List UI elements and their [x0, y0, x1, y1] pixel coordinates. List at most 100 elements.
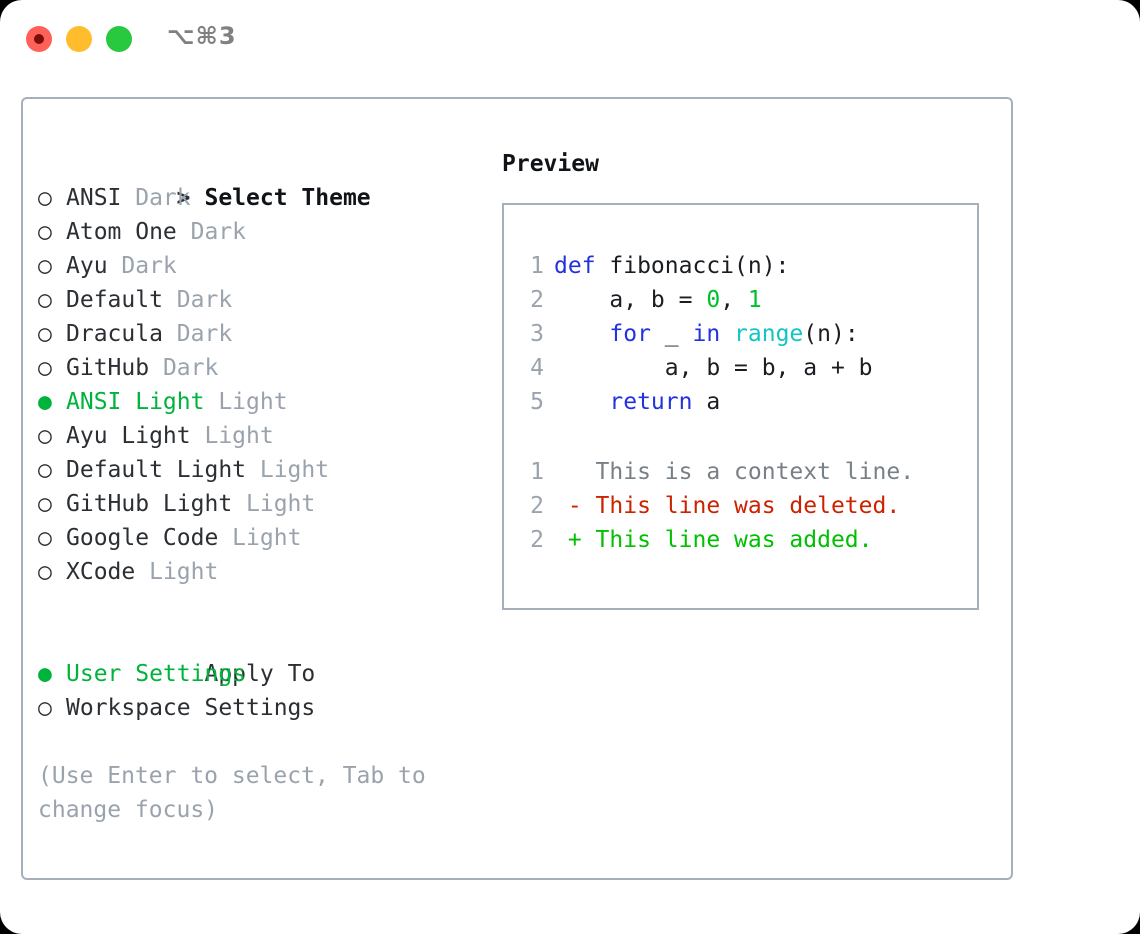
theme-variant-badge: Light	[246, 457, 330, 483]
diff-text: This line was added.	[581, 527, 873, 553]
theme-list-item[interactable]: ○ GitHub Light Light	[38, 487, 478, 521]
theme-list-item[interactable]: ○ Ayu Dark	[38, 249, 478, 283]
minimize-button[interactable]	[66, 26, 92, 52]
theme-variant-badge: Dark	[162, 321, 233, 347]
theme-name: Dracula	[66, 321, 163, 347]
code-token: 1	[747, 287, 762, 313]
line-number: 2	[530, 527, 544, 553]
radio-unselected-icon: ○	[38, 219, 52, 245]
theme-list-item[interactable]: ○Google Code Light	[38, 521, 478, 555]
code-token: in	[692, 321, 721, 347]
theme-name: ANSI	[66, 185, 122, 211]
code-token: range	[734, 321, 804, 347]
theme-name: Default	[66, 287, 163, 313]
code-token: return	[609, 389, 693, 415]
code-token	[720, 321, 734, 347]
radio-unselected-icon: ○	[38, 457, 52, 483]
diff-sample: 1 This is a context line.2 - This line w…	[504, 455, 977, 557]
code-line: 1 def fibonacci(n):	[504, 249, 977, 283]
theme-name: GitHub Light	[66, 491, 233, 517]
code-line: 2 a, b = 0, 1	[504, 283, 977, 317]
header-caret-icon: >	[176, 185, 191, 211]
theme-list-item[interactable]: ● ANSI Light Light	[38, 385, 478, 419]
radio-unselected-icon: ○	[38, 423, 52, 449]
apply-to-label: User Settings	[66, 661, 247, 687]
theme-variant-badge: Light	[190, 423, 274, 449]
theme-list-item[interactable]: ○Atom One Dark	[38, 215, 478, 249]
radio-unselected-icon: ○	[38, 525, 52, 551]
radio-unselected-icon: ○	[38, 321, 52, 347]
code-token: fibonacci(n):	[595, 253, 790, 279]
diff-text: This line was deleted.	[581, 493, 901, 519]
diff-sign	[554, 459, 582, 485]
code-token: a, b =	[554, 287, 707, 313]
theme-list-item[interactable]: ○ Default Dark	[38, 283, 478, 317]
preview-title: Preview	[502, 151, 599, 177]
diff-sign: -	[554, 493, 582, 519]
keyboard-hint: (Use Enter to select, Tab to change focu…	[38, 763, 440, 823]
diff-line: 2 + This line was added.	[504, 523, 977, 557]
close-button[interactable]	[26, 26, 52, 52]
radio-unselected-icon: ○	[38, 491, 52, 517]
diff-line: 1 This is a context line.	[504, 455, 977, 489]
theme-variant-badge: Light	[135, 559, 219, 585]
theme-list: ○ANSI Dark○Atom One Dark○Ayu Dark○Defaul…	[38, 181, 478, 589]
apply-to-label: Workspace Settings	[66, 695, 316, 721]
zoom-button[interactable]	[106, 26, 132, 52]
theme-list-item[interactable]: ○GitHub Dark	[38, 351, 478, 385]
apply-to-item[interactable]: ○ Workspace Settings	[38, 691, 478, 725]
theme-variant-badge: Dark	[149, 355, 219, 381]
code-token: _	[650, 321, 693, 347]
main-panel: >Select Theme ○ANSI Dark○Atom One Dark○A…	[21, 97, 1013, 880]
code-token: for	[609, 321, 651, 347]
radio-selected-icon: ●	[38, 389, 52, 415]
theme-list-item[interactable]: ○ Dracula Dark	[38, 317, 478, 351]
theme-list-item[interactable]: ○ Ayu Light Light	[38, 419, 478, 453]
code-line: 4 a, b = b, a + b	[504, 351, 977, 385]
line-number: 3	[530, 321, 544, 347]
apply-to-header-label: Apply To	[204, 661, 316, 687]
title-bar: ⌥⌘3	[0, 0, 1140, 78]
code-token: ,	[720, 287, 748, 313]
theme-list-item[interactable]: ○ ANSI Dark	[38, 181, 478, 215]
radio-unselected-icon: ○	[38, 287, 52, 313]
code-token: def	[554, 253, 596, 279]
line-number: 1	[530, 253, 544, 279]
line-number: 2	[530, 493, 544, 519]
radio-unselected-icon: ○	[38, 185, 52, 211]
line-number: 5	[530, 389, 544, 415]
code-token: (n):	[803, 321, 859, 347]
theme-name: GitHub	[66, 355, 150, 381]
theme-variant-badge: Dark	[162, 287, 233, 313]
code-line: 5 return a	[504, 385, 977, 419]
theme-variant-badge: Dark	[121, 185, 191, 211]
theme-name: ANSI Light	[66, 389, 205, 415]
code-token: 0	[706, 287, 721, 313]
apply-to-list: ●User Settings ○ Workspace Settings	[38, 657, 478, 725]
theme-name: Ayu	[66, 253, 108, 279]
theme-name: Default Light	[66, 457, 247, 483]
radio-unselected-icon: ○	[38, 695, 52, 721]
diff-line: 2 - This line was deleted.	[504, 489, 977, 523]
shortcut-label: ⌥⌘3	[167, 22, 237, 50]
code-line: 3 for _ in range(n):	[504, 317, 977, 351]
line-number: 1	[530, 459, 544, 485]
diff-spacer	[504, 419, 977, 455]
theme-list-item[interactable]: ○ Default Light Light	[38, 453, 478, 487]
radio-unselected-icon: ○	[38, 559, 52, 585]
apply-to-item[interactable]: ●User Settings	[38, 657, 478, 691]
theme-name: XCode	[66, 559, 136, 585]
theme-variant-badge: Dark	[107, 253, 177, 279]
theme-list-item[interactable]: ○ XCode Light	[38, 555, 478, 589]
code-token: a	[692, 389, 721, 415]
line-number: 4	[530, 355, 544, 381]
theme-variant-badge: Light	[232, 491, 316, 517]
theme-variant-badge: Light	[204, 389, 288, 415]
theme-name: Ayu Light	[66, 423, 191, 449]
radio-unselected-icon: ○	[38, 253, 52, 279]
code-token	[554, 321, 609, 347]
